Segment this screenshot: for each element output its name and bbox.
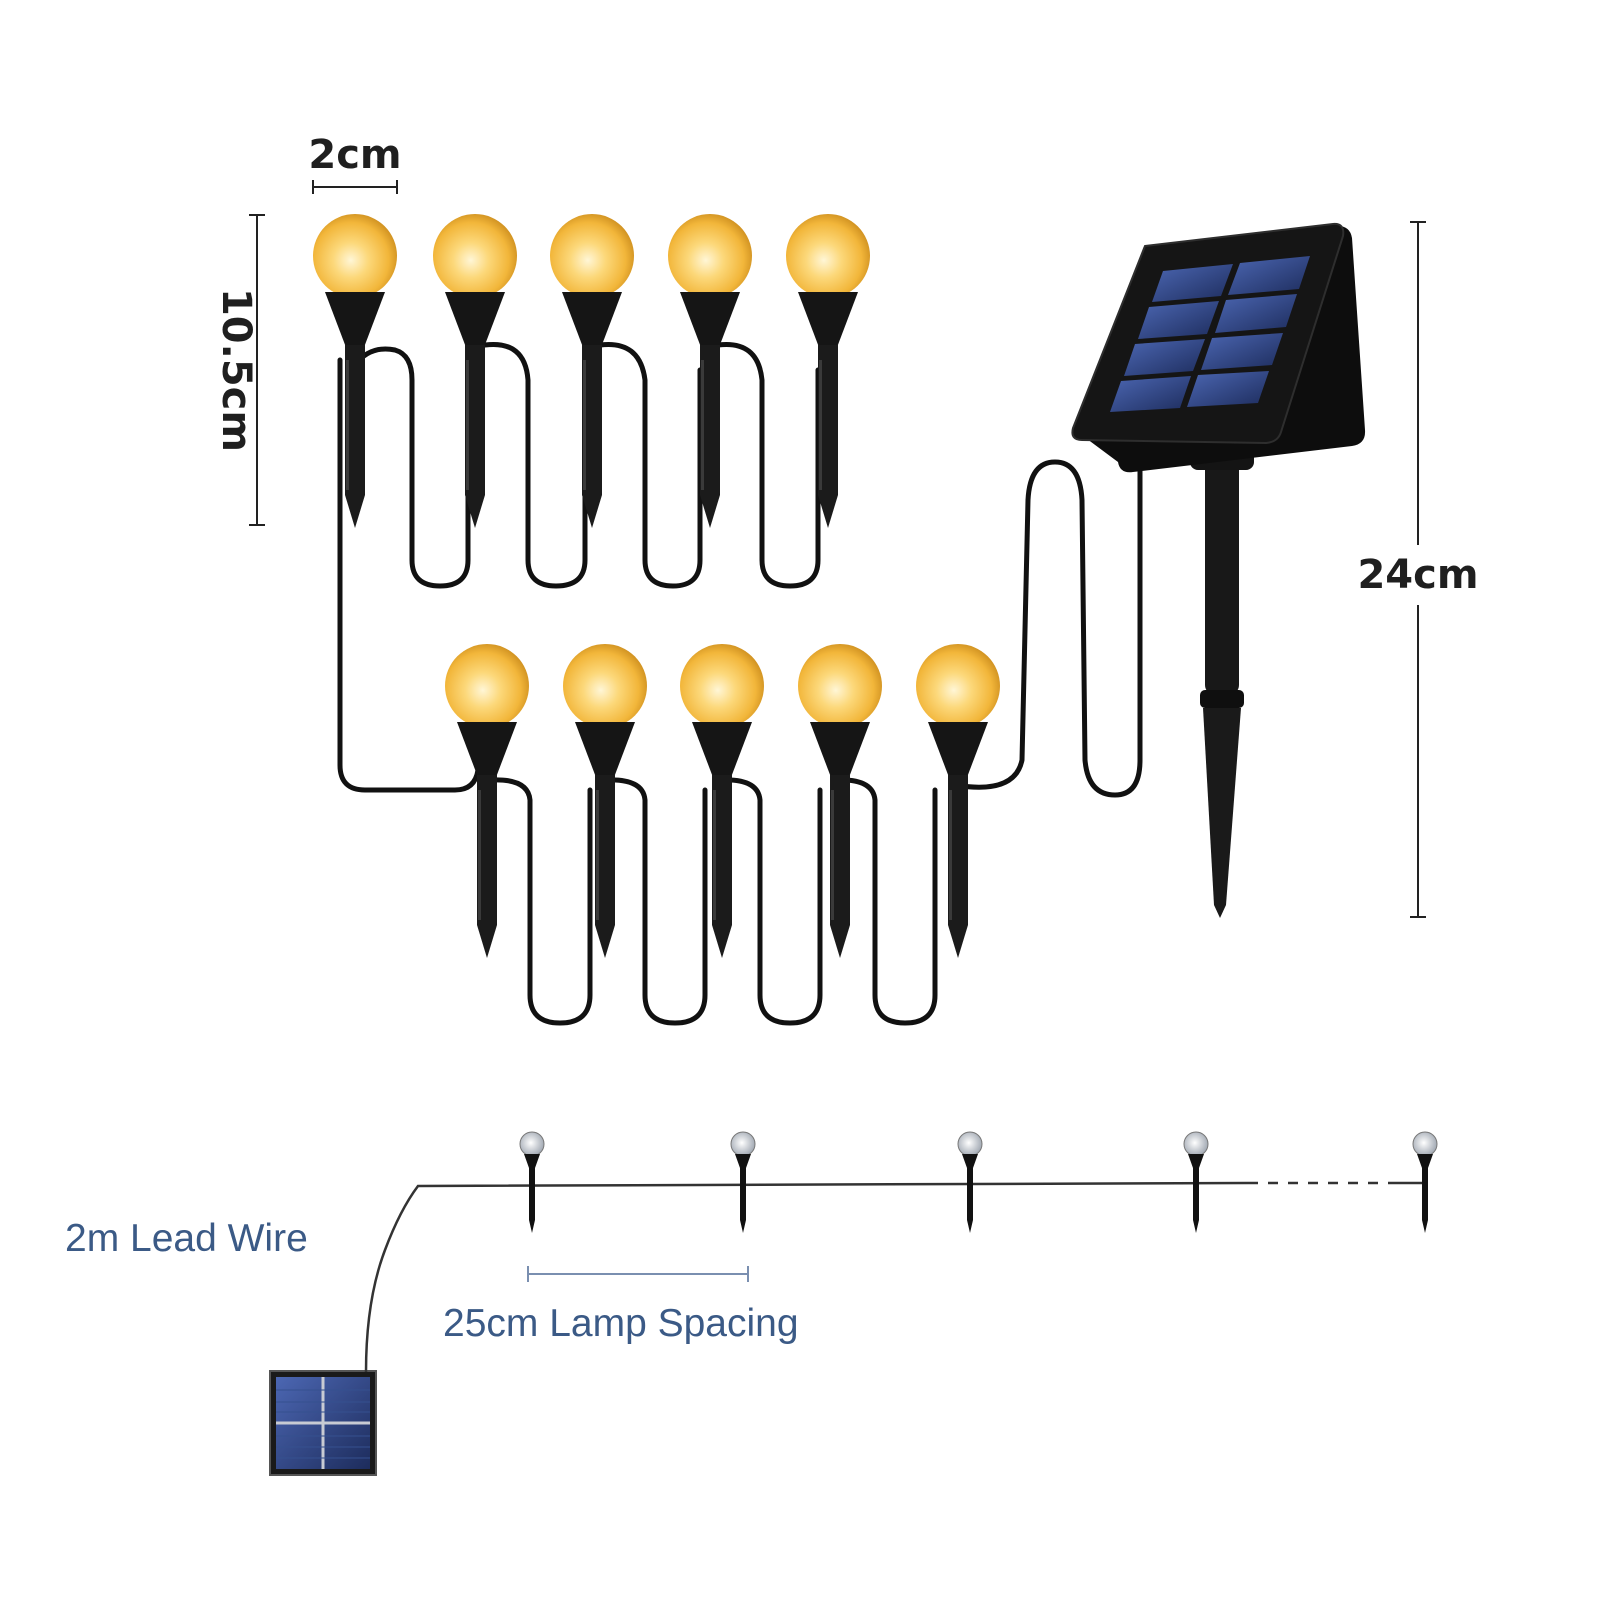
solar-cell: [1187, 371, 1269, 407]
lamp: [680, 644, 764, 958]
lamp: [563, 644, 647, 958]
solar-cell: [1228, 256, 1310, 295]
small-lamp: [730, 1131, 756, 1233]
bulb-icon: [433, 214, 517, 298]
lamp: [916, 644, 1000, 958]
lamp-spacing-dimension: [527, 1266, 749, 1282]
lamp-spacing-label: 25cm Lamp Spacing: [443, 1302, 799, 1345]
solar-cell: [1215, 294, 1297, 333]
small-lamp: [1183, 1131, 1209, 1233]
lamp-row-top: [313, 214, 870, 528]
solar-panel: [1071, 222, 1366, 918]
bulb-icon: [550, 214, 634, 298]
solar-cell: [1201, 333, 1283, 370]
lamp: [550, 214, 634, 528]
bulb-icon: [445, 644, 529, 728]
panel-stake: [1205, 455, 1239, 695]
solar-cell: [1124, 339, 1205, 376]
bulb-width-dimension: 2cm: [308, 132, 402, 194]
bulb-icon: [668, 214, 752, 298]
stake-height-label: 10.5cm: [213, 288, 259, 452]
panel-height-dimension: 24cm: [1357, 221, 1479, 918]
lamp-row-bottom: [445, 644, 1000, 958]
lamp: [668, 214, 752, 528]
bulb-width-label: 2cm: [308, 132, 401, 178]
small-lamp: [957, 1131, 983, 1233]
small-lamp: [519, 1131, 545, 1233]
bulb-icon: [916, 644, 1000, 728]
lamp: [798, 644, 882, 958]
bulb-icon: [786, 214, 870, 298]
layout-schematic: 2m Lead Wire 25cm Lamp Spacing: [65, 1131, 1438, 1476]
lead-wire: [364, 1181, 1249, 1373]
lamp: [313, 214, 397, 528]
small-lamp: [1412, 1131, 1438, 1233]
lead-wire-label: 2m Lead Wire: [65, 1217, 308, 1260]
lamp: [433, 214, 517, 528]
lamp: [786, 214, 870, 528]
stake-height-dimension: 10.5cm: [213, 214, 265, 526]
solar-cell: [1110, 376, 1191, 412]
bulb-icon: [563, 644, 647, 728]
panel-height-label: 24cm: [1357, 552, 1478, 598]
small-solar-panel: [269, 1370, 377, 1476]
bulb-icon: [680, 644, 764, 728]
solar-cell: [1138, 301, 1219, 339]
lamp-cable: [337, 341, 1143, 1026]
bulb-icon: [313, 214, 397, 298]
bulb-icon: [798, 644, 882, 728]
solar-cell: [1152, 264, 1233, 302]
lamp: [445, 644, 529, 958]
